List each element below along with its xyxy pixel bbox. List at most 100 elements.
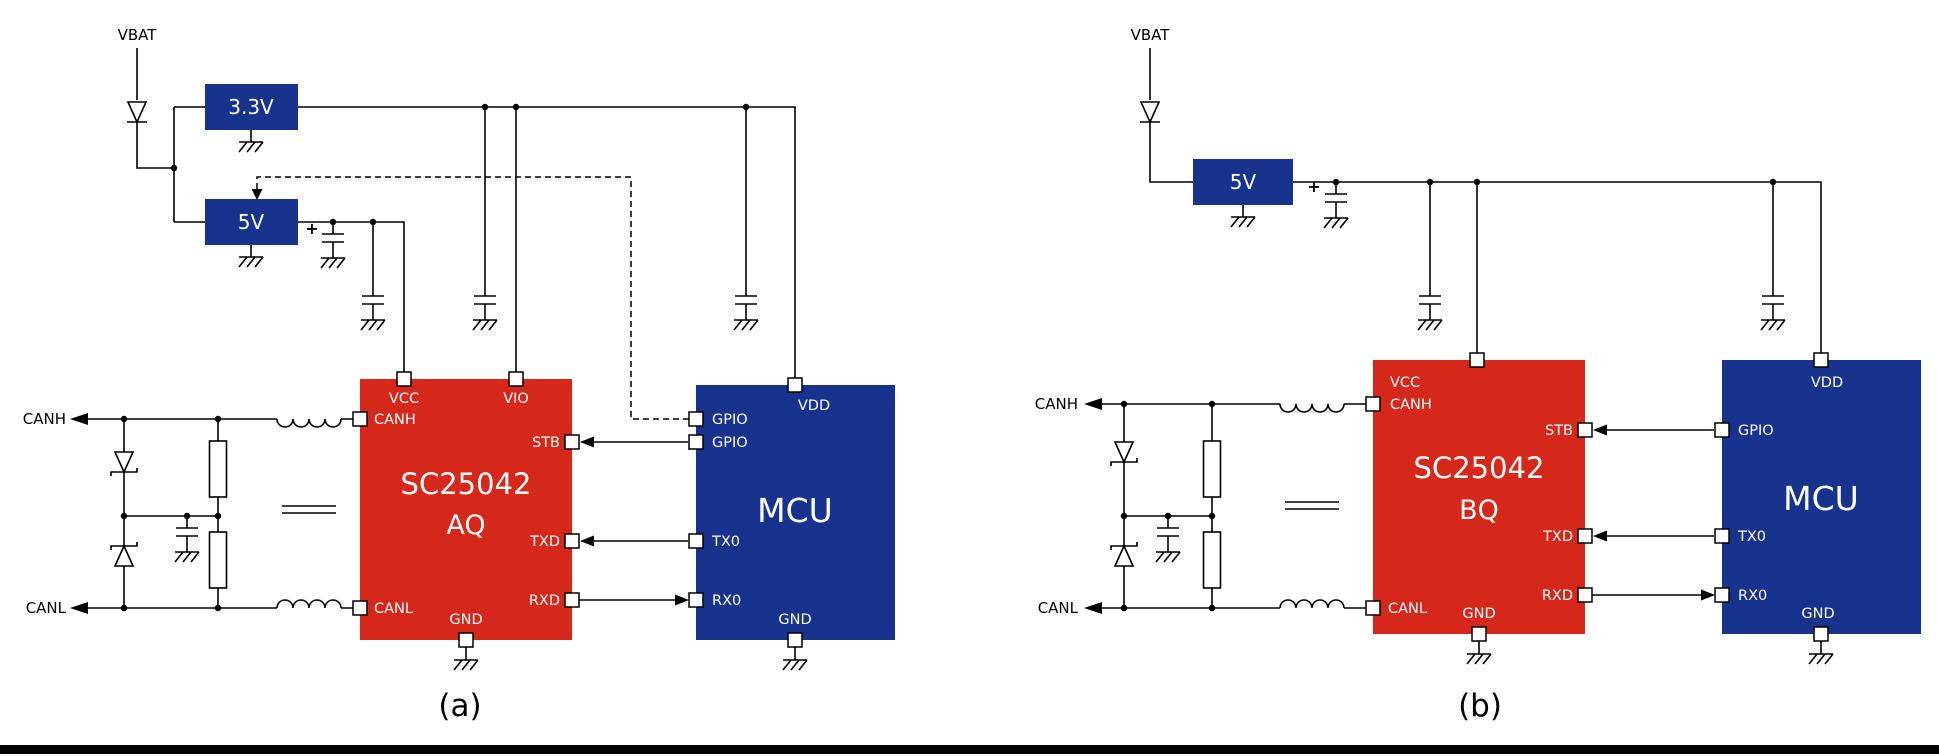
- gpio1-pin: [688, 411, 704, 427]
- transceiver-ic-box: [360, 379, 572, 640]
- ic-pin-label-canh: CANH: [1390, 397, 1432, 413]
- ic-pin-label-vcc: VCC: [1390, 375, 1420, 391]
- txd-pin: [1577, 528, 1593, 544]
- ground-symbol: [174, 551, 200, 563]
- ic-pin-label-gnd: GND: [449, 612, 482, 628]
- vcc-pin: [396, 371, 412, 387]
- footer-bar: [0, 745, 1939, 754]
- ic-part-number: SC25042: [1414, 451, 1545, 485]
- ic-pin-label-rxd: RXD: [1542, 588, 1573, 604]
- mcu-name: MCU: [757, 491, 833, 530]
- stb-arrowhead: [1593, 424, 1607, 436]
- choke-winding-canh: [276, 418, 342, 428]
- ground-symbol: [320, 257, 346, 269]
- ground-symbol: [733, 319, 759, 331]
- termination-resistor-lower: [208, 531, 228, 589]
- vdd-decoupling-capacitor: [734, 295, 758, 305]
- canh-bus-label: CANH: [1035, 395, 1078, 413]
- tvs-diode-lower: [1110, 541, 1138, 567]
- canh-pin: [1365, 396, 1381, 412]
- choke-core: [1285, 501, 1339, 510]
- ground-symbol: [1155, 551, 1181, 563]
- rxd-pin: [1577, 587, 1593, 603]
- gpio-pin: [1714, 422, 1730, 438]
- 3v3-rail-wire: [298, 106, 796, 378]
- canl-bus-arrow: [1084, 602, 1102, 614]
- vdd-decoupling-capacitor: [1761, 295, 1785, 305]
- canh-pin: [352, 411, 368, 427]
- txd-arrowhead: [1593, 530, 1607, 542]
- ic-part-number: SC25042: [401, 467, 532, 501]
- rx0-pin: [688, 592, 704, 608]
- txd-arrowhead: [580, 535, 594, 547]
- ground-symbol: [782, 659, 808, 671]
- canl-bus-arrow: [70, 602, 88, 614]
- canl-pin: [352, 600, 368, 616]
- tx0-pin: [1714, 528, 1730, 544]
- tx0-pin: [688, 533, 704, 549]
- tvs-diode-upper: [1110, 441, 1138, 467]
- vcc-pin: [1469, 352, 1485, 368]
- ground-symbol: [238, 141, 264, 153]
- canl-bus-label: CANL: [26, 599, 67, 617]
- stb-pin: [564, 434, 580, 450]
- ic-pin-label-canh: CANH: [374, 412, 416, 428]
- mcu-pin-label-rx0: RX0: [712, 593, 741, 609]
- mcu-box: [1722, 360, 1921, 634]
- vbat-supply-wire: [1149, 48, 1193, 183]
- termination-resistor-lower: [1202, 531, 1222, 589]
- termination-resistor-upper: [208, 440, 228, 498]
- vcc-decoupling-capacitor: [361, 295, 385, 305]
- capacitor-stub-wires: [1335, 182, 1774, 320]
- ic-pin-label-gnd: GND: [1462, 606, 1495, 622]
- 5v-rail-wire: [1293, 181, 1822, 353]
- ic-part-suffix: AQ: [446, 510, 485, 541]
- termination-wire: [124, 419, 219, 608]
- canh-bus-label: CANH: [23, 410, 66, 428]
- ground-symbol: [1760, 319, 1786, 331]
- mcu-pin-label-gpio1: GPIO: [712, 412, 748, 428]
- stb-pin: [1577, 422, 1593, 438]
- ground-symbol: [1466, 653, 1492, 665]
- junction-dots: [120, 103, 750, 612]
- termination-capacitor: [1156, 527, 1180, 537]
- capacitor-stub-wires: [332, 107, 747, 320]
- termination-wire: [1124, 404, 1213, 608]
- mcu-pin-label-gnd: GND: [778, 612, 811, 628]
- ic-part-suffix: BQ: [1459, 495, 1499, 526]
- vio-decoupling-capacitor: [473, 295, 497, 305]
- canh-bus-arrow: [1084, 398, 1102, 410]
- enable-dashed-wire: [256, 176, 689, 420]
- canh-bus-arrow: [70, 413, 88, 425]
- ground-symbol: [1808, 653, 1834, 665]
- ic-pin-label-txd: TXD: [1542, 529, 1573, 545]
- vcc-decoupling-capacitor: [1418, 295, 1442, 305]
- tvs-diode-lower: [110, 541, 138, 567]
- transceiver-ic-box: [1373, 360, 1585, 634]
- mcu-pin-label-gnd: GND: [1801, 606, 1834, 622]
- reverse-protection-diode: [1139, 101, 1161, 123]
- mcu-pin-label-gpio2: GPIO: [712, 435, 748, 451]
- regulator-3v3-box: [205, 84, 298, 130]
- canl-bus-label: CANL: [1038, 599, 1079, 617]
- mcu-box: [696, 385, 895, 640]
- rxd-arrowhead: [675, 594, 689, 606]
- vbat-label: VBAT: [1131, 26, 1171, 44]
- ic-pin-label-txd: TXD: [529, 534, 560, 550]
- stb-arrowhead: [580, 436, 594, 448]
- ground-symbol: [1417, 319, 1443, 331]
- vdd-pin: [787, 377, 803, 393]
- ic-pin-label-vio: VIO: [503, 391, 529, 407]
- ground-symbol: [453, 659, 479, 671]
- ground-symbol: [1323, 217, 1349, 229]
- ic-pin-label-vcc: VCC: [389, 391, 419, 407]
- panel-b-caption: (b): [1458, 688, 1502, 724]
- regulator-3v3-label: 3.3V: [228, 95, 274, 119]
- reverse-protection-diode: [126, 101, 148, 123]
- bulk-cap-plus-label: +: [1307, 177, 1320, 196]
- vbat-supply-wire: [136, 48, 205, 223]
- ic-pin-label-rxd: RXD: [529, 593, 560, 609]
- 5v-rail-wire: [298, 221, 405, 372]
- ic-gnd-pin: [1471, 626, 1487, 642]
- gpio2-pin: [688, 434, 704, 450]
